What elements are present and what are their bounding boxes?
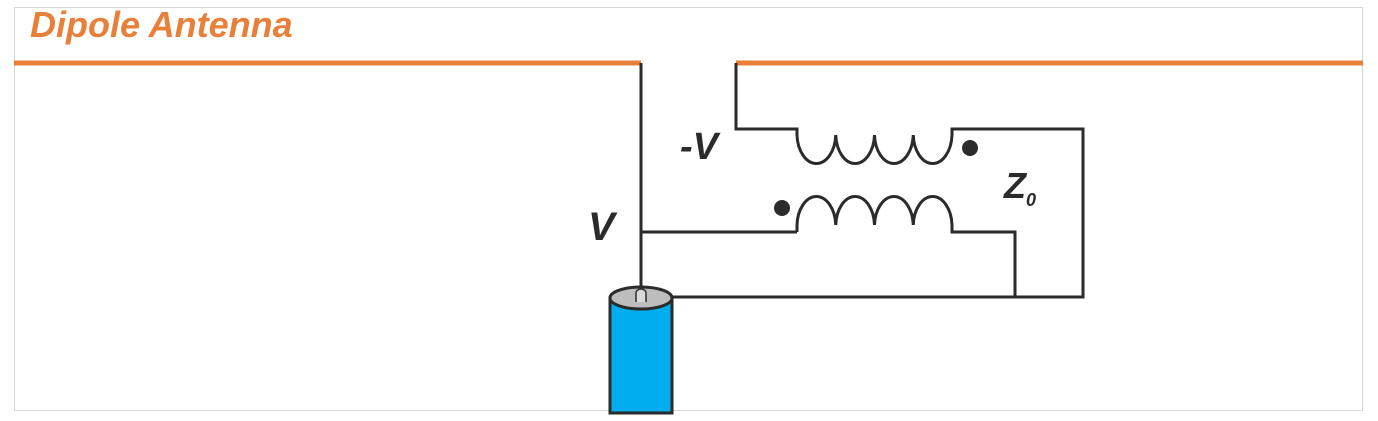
slide-title: Dipole Antenna bbox=[30, 4, 293, 45]
label-z: Z bbox=[1003, 165, 1028, 206]
label-v: V bbox=[588, 205, 618, 249]
lower-coil-polarity-dot bbox=[774, 200, 790, 216]
label-z-subscript: 0 bbox=[1026, 190, 1036, 210]
slide-frame bbox=[14, 7, 1363, 411]
label-z0: Z0 bbox=[1003, 165, 1036, 210]
upper-coil bbox=[672, 63, 1085, 299]
lower-coil bbox=[795, 195, 1017, 297]
label-neg-v: -V bbox=[680, 126, 721, 168]
coax-cable bbox=[608, 285, 674, 415]
upper-coil-polarity-dot bbox=[962, 140, 978, 156]
